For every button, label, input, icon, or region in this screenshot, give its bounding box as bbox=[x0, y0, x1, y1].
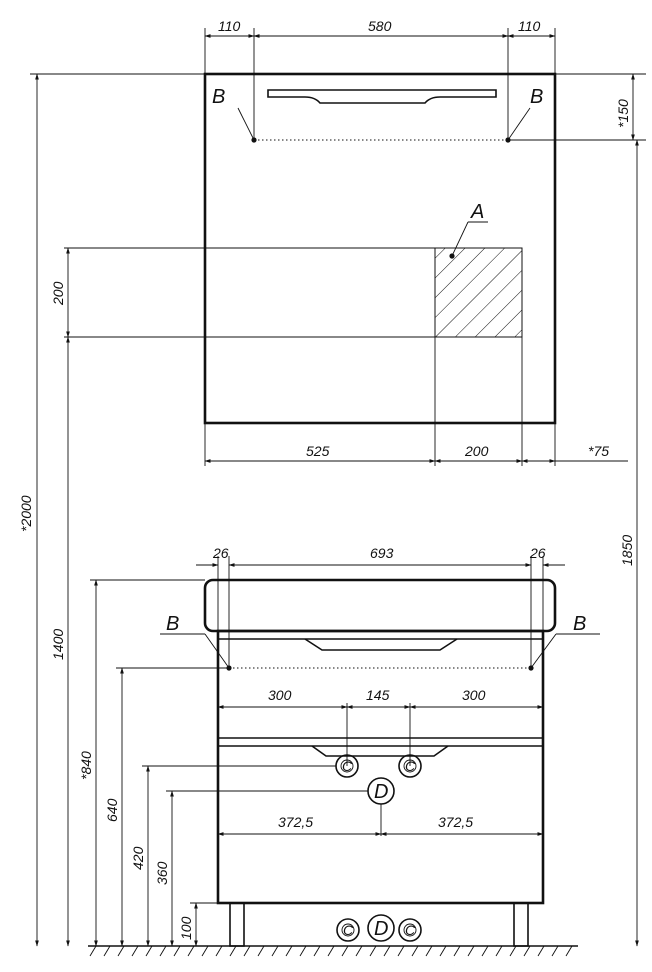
connection-c-right bbox=[398, 754, 422, 778]
floor-hatching bbox=[89, 945, 573, 957]
mirror-200-side-dimension: 200 bbox=[50, 247, 70, 338]
mirror-frame bbox=[203, 72, 557, 425]
dim-cabinet-300-left: 300 bbox=[268, 687, 292, 703]
dim-cabinet-420: 420 bbox=[130, 846, 146, 870]
dim-cabinet-372-right: 372,5 bbox=[438, 814, 473, 830]
leg-right bbox=[513, 902, 529, 947]
dim-mirror-580: 580 bbox=[368, 18, 392, 34]
cabinet-height-dimensions: *840 640 420 360 100 bbox=[78, 579, 368, 947]
cabinet-label-b-right: B bbox=[573, 613, 586, 635]
dim-cabinet-145: 145 bbox=[366, 687, 390, 703]
lower-drawer-handle bbox=[311, 745, 449, 757]
cabinet-label-b-left: B bbox=[166, 613, 179, 635]
dim-cabinet-26-right: 26 bbox=[529, 545, 546, 561]
floor-connection-symbols: C D C bbox=[336, 914, 422, 942]
upper-drawer-handle bbox=[304, 638, 458, 651]
dim-mirror-110-right: 110 bbox=[518, 18, 541, 34]
leg-left bbox=[229, 902, 245, 947]
dim-mirror-110-left: 110 bbox=[218, 18, 241, 34]
dim-cabinet-372-left: 372,5 bbox=[278, 814, 313, 830]
dim-total-2000: *2000 bbox=[18, 495, 34, 532]
dim-mirror-200-bottom: 200 bbox=[464, 443, 489, 459]
mirror-b-leader-left bbox=[237, 107, 255, 141]
dim-mirror-1400: 1400 bbox=[50, 629, 66, 660]
dim-cabinet-640: 640 bbox=[104, 798, 120, 822]
dim-mirror-200-side: 200 bbox=[50, 281, 66, 306]
cabinet-lower-dimension: 372,5 372,5 bbox=[217, 814, 544, 836]
connection-c-right-label: C bbox=[405, 758, 416, 774]
dim-cabinet-100: 100 bbox=[178, 916, 194, 940]
mirror-label-b-right: B bbox=[530, 86, 543, 108]
floor-d-label: D bbox=[374, 918, 388, 940]
mirror-label-b-left: B bbox=[212, 86, 225, 108]
water-connections: C C D bbox=[335, 754, 422, 836]
mirror-lamp bbox=[267, 89, 497, 104]
dim-cabinet-693: 693 bbox=[370, 545, 394, 561]
mirror-bottom-dimension: 525 200 *75 bbox=[204, 423, 628, 466]
cabinet-middle-dimension: 300 145 300 bbox=[217, 687, 544, 766]
floor-c-right-label: C bbox=[405, 922, 416, 938]
mirror-150-dimension: *150 bbox=[508, 73, 646, 141]
dim-cabinet-840: *840 bbox=[78, 751, 94, 780]
dim-right-1850: 1850 bbox=[619, 535, 635, 566]
floor-c-left-label: C bbox=[343, 922, 354, 938]
dim-cabinet-360: 360 bbox=[154, 861, 170, 885]
cabinet-view: B B bbox=[88, 578, 600, 957]
overall-height-dimensions: *2000 1400 1850 bbox=[18, 73, 639, 947]
hatched-area-a bbox=[434, 247, 523, 338]
connection-c-left-label: C bbox=[342, 758, 353, 774]
mirror-b-leader-right bbox=[507, 107, 531, 141]
dim-mirror-525: 525 bbox=[306, 443, 330, 459]
mirror-label-a: A bbox=[470, 201, 484, 223]
dim-cabinet-26-left: 26 bbox=[212, 545, 229, 561]
drain-d-label: D bbox=[374, 781, 388, 803]
dim-mirror-150: *150 bbox=[615, 99, 631, 128]
dim-cabinet-300-right: 300 bbox=[462, 687, 486, 703]
washbasin bbox=[203, 578, 557, 633]
cabinet-top-dimension: 26 693 26 bbox=[196, 545, 565, 668]
cabinet-body bbox=[216, 629, 545, 905]
mirror-view: B B A bbox=[64, 72, 557, 466]
mirror-top-dimension: 110 580 110 bbox=[204, 18, 556, 140]
dim-mirror-75: *75 bbox=[588, 443, 609, 459]
area-a-leader bbox=[451, 221, 469, 257]
